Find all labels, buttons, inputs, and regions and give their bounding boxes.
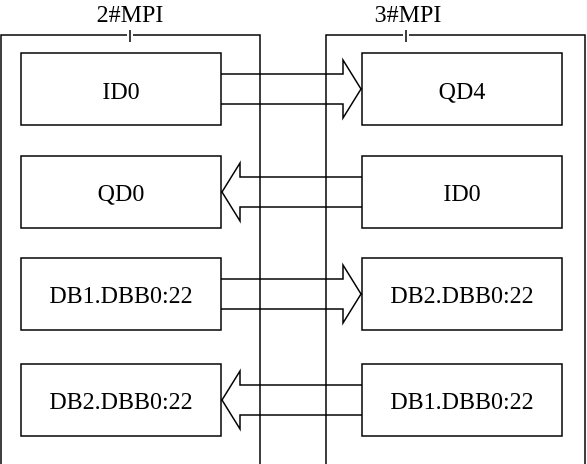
station-2-block-id0 <box>20 52 222 126</box>
station-3-block-label: ID0 <box>443 181 480 207</box>
transfer-arrow-right <box>221 57 362 121</box>
frame-markers <box>7 28 579 348</box>
transfer-arrow-right <box>221 262 362 326</box>
station-3-block-label: DB2.DBB0:22 <box>390 283 533 309</box>
transfer-arrow-left <box>221 368 362 432</box>
station-2-block-label: DB2.DBB0:22 <box>49 389 192 415</box>
station-3-block-label: QD4 <box>439 79 486 105</box>
station-2-block-label: ID0 <box>102 79 139 105</box>
station-2-title: 2#MPI <box>97 2 164 28</box>
station-2-block-qd0 <box>20 155 222 229</box>
station-3-title: 3#MPI <box>375 2 442 28</box>
station-3-block-qd4 <box>361 52 563 126</box>
station-2-block-label: DB1.DBB0:22 <box>49 283 192 309</box>
transfer-arrow-left <box>221 160 362 224</box>
station-2-block-db2 <box>20 363 222 437</box>
station-3-frame <box>325 34 586 464</box>
station-3-block-db2 <box>361 257 563 331</box>
station-2-block-db1 <box>20 257 222 331</box>
station-3-block-label: DB1.DBB0:22 <box>390 389 533 415</box>
station-2-block-label: QD0 <box>98 181 145 207</box>
station-3-block-db1 <box>361 363 563 437</box>
station-3-block-id0 <box>361 155 563 229</box>
